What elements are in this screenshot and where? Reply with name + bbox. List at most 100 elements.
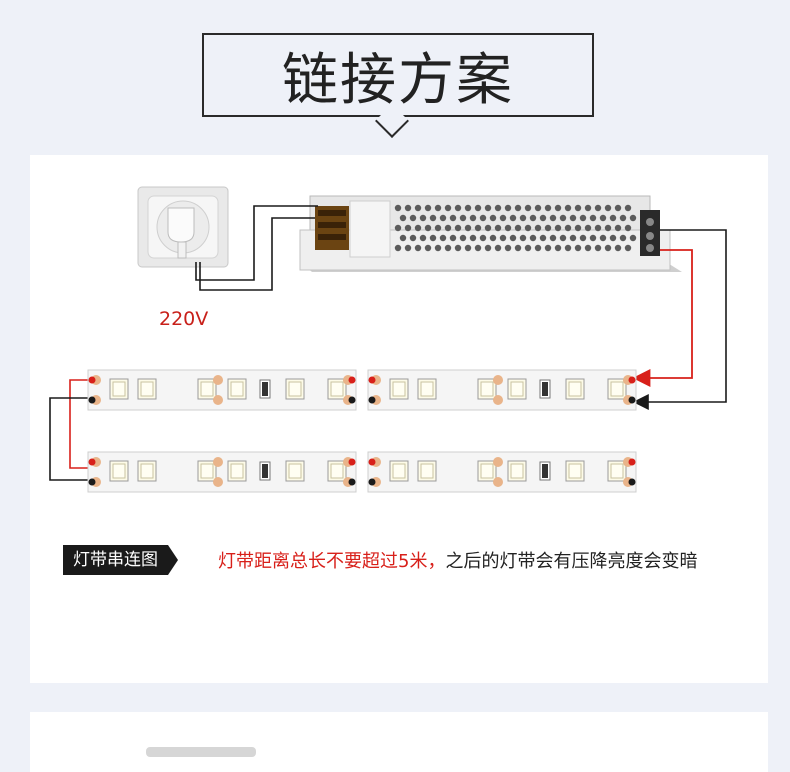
vent-hole [469, 234, 477, 242]
vent-hole [624, 244, 632, 252]
vent-hole [604, 244, 612, 252]
vent-hole [414, 204, 422, 212]
vent-hole [434, 224, 442, 232]
vent-hole [544, 244, 552, 252]
vent-hole [589, 214, 597, 222]
vent-hole [619, 214, 627, 222]
length-note-warning: 灯带距离总长不要超过5米， [218, 551, 446, 572]
vent-hole [399, 214, 407, 222]
vent-hole [464, 204, 472, 212]
vent-hole [454, 224, 462, 232]
vent-hole [424, 224, 432, 232]
vent-hole [604, 224, 612, 232]
vent-hole [524, 204, 532, 212]
vent-hole [409, 234, 417, 242]
vent-hole [419, 214, 427, 222]
vent-hole [614, 224, 622, 232]
vent-hole [444, 244, 452, 252]
negative-wire [632, 229, 727, 410]
vent-hole [564, 224, 572, 232]
vent-hole [564, 244, 572, 252]
vent-hole [554, 224, 562, 232]
vent-hole [534, 224, 542, 232]
vent-hole [514, 224, 522, 232]
vent-hole [499, 234, 507, 242]
vent-hole [474, 244, 482, 252]
vent-hole [494, 204, 502, 212]
vent-hole [494, 244, 502, 252]
led-strip-segment [367, 451, 637, 493]
vent-hole [609, 214, 617, 222]
vent-hole [594, 244, 602, 252]
vent-hole [569, 234, 577, 242]
vent-hole [404, 244, 412, 252]
plug-icon [167, 207, 195, 259]
vent-hole [529, 214, 537, 222]
length-note-detail: 之后的灯带会有压降亮度会变暗 [445, 551, 698, 572]
loop-negative [49, 397, 92, 481]
vent-hole [444, 204, 452, 212]
vent-hole [509, 214, 517, 222]
vent-hole [439, 214, 447, 222]
vent-hole [584, 224, 592, 232]
vent-hole [504, 244, 512, 252]
vent-hole [534, 204, 542, 212]
vent-hole [459, 214, 467, 222]
led-strip-segment [87, 369, 357, 411]
vent-hole [629, 214, 637, 222]
vent-hole [434, 244, 442, 252]
vent-hole [519, 234, 527, 242]
vent-hole [614, 204, 622, 212]
vent-hole [454, 204, 462, 212]
vent-hole [394, 204, 402, 212]
led-strip-segment [367, 369, 637, 411]
vent-hole [439, 234, 447, 242]
vent-hole [429, 214, 437, 222]
tag-arrow-icon [168, 545, 178, 575]
vent-hole [464, 224, 472, 232]
vent-hole [619, 234, 627, 242]
vent-hole [479, 214, 487, 222]
vent-hole [399, 234, 407, 242]
vent-hole [579, 214, 587, 222]
vent-hole [549, 214, 557, 222]
vent-hole [474, 224, 482, 232]
vent-hole [559, 234, 567, 242]
vent-hole [599, 214, 607, 222]
vent-hole [614, 244, 622, 252]
vent-hole [444, 224, 452, 232]
vent-holes [394, 204, 637, 252]
vent-hole [554, 204, 562, 212]
vent-hole [544, 224, 552, 232]
vent-hole [414, 224, 422, 232]
vent-hole [539, 214, 547, 222]
vent-hole [524, 224, 532, 232]
vent-hole [419, 234, 427, 242]
vent-hole [544, 204, 552, 212]
vent-hole [424, 204, 432, 212]
loop-positive [69, 379, 92, 469]
vent-hole [629, 234, 637, 242]
vent-hole [394, 224, 402, 232]
vent-hole [409, 214, 417, 222]
vent-hole [539, 234, 547, 242]
positive-wire [632, 249, 693, 387]
wiring-diagram [49, 186, 727, 493]
vent-hole [534, 244, 542, 252]
vent-hole [584, 204, 592, 212]
vent-hole [394, 244, 402, 252]
vent-hole [484, 204, 492, 212]
vent-hole [609, 234, 617, 242]
vent-hole [509, 234, 517, 242]
vent-hole [604, 204, 612, 212]
vent-hole [589, 234, 597, 242]
vent-hole [459, 234, 467, 242]
vent-hole [564, 204, 572, 212]
diagram-tag: 灯带串连图 [63, 545, 178, 575]
diagram-tag-label: 灯带串连图 [63, 545, 168, 575]
vent-hole [404, 224, 412, 232]
vent-hole [569, 214, 577, 222]
vent-hole [504, 204, 512, 212]
vent-hole [414, 244, 422, 252]
voltage-label: 220V [159, 308, 209, 330]
